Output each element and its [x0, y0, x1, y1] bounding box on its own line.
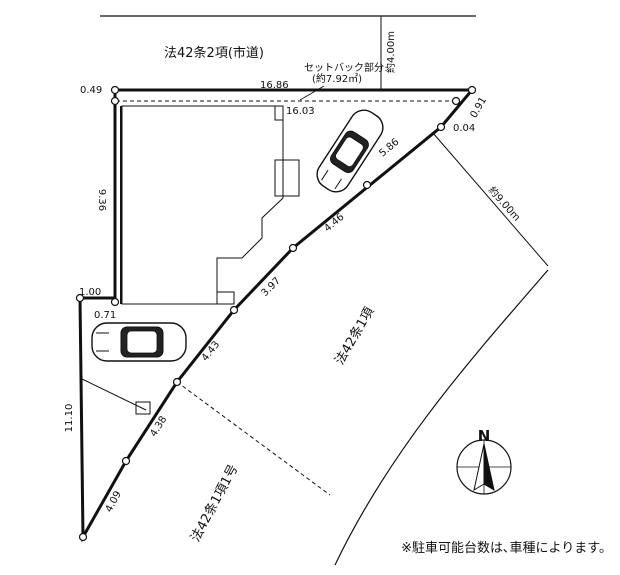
small-box [135, 401, 151, 415]
dim-0-71: 0.71 [94, 310, 116, 321]
building-porch [274, 159, 300, 197]
building-outline [121, 105, 284, 305]
east-road-label: 法42条1項 [332, 304, 378, 367]
car-top [316, 109, 384, 193]
car-bottom [91, 322, 187, 362]
dim-16-03: 16.03 [286, 106, 315, 117]
north-road-width-label: 約4.00m [384, 31, 397, 73]
parking-note: ※駐車可能台数は､車種によります。 [401, 540, 612, 556]
setback-leader [299, 85, 325, 101]
property-boundary [78, 88, 476, 543]
dim-1-00: 1.00 [79, 287, 101, 298]
dim-0-04: 0.04 [453, 123, 475, 134]
east-road-far-edge [334, 269, 549, 566]
building-notch [274, 105, 284, 121]
dim-16-86: 16.86 [260, 80, 289, 91]
inner-line-1 [79, 377, 147, 411]
setback-area: (約7.92㎡) [312, 72, 362, 85]
dim-9-36: 9.36 [96, 189, 107, 211]
dim-0-91: 0.91 [469, 95, 490, 120]
north-label: N [478, 427, 491, 445]
dim-4-38: 4.38 [148, 414, 169, 439]
east-road-width-line [432, 132, 549, 267]
dim-4-46: 4.46 [322, 212, 346, 235]
division-line-south [176, 381, 331, 496]
dim-5-86: 5.86 [377, 137, 401, 160]
dim-0-49: 0.49 [80, 85, 102, 96]
setback-label: セットバック部分 [304, 61, 384, 74]
north-road-label: 法42条2項(市道) [164, 45, 264, 61]
dim-11-10: 11.10 [64, 404, 75, 433]
dim-4-43: 4.43 [200, 339, 222, 363]
south-road-label: 法42条1項1号 [187, 462, 241, 545]
east-road-width-label: 約9.00m [486, 184, 524, 224]
building-step [216, 291, 235, 305]
boundary-markers [75, 85, 477, 542]
north-arrow-icon [456, 439, 512, 495]
